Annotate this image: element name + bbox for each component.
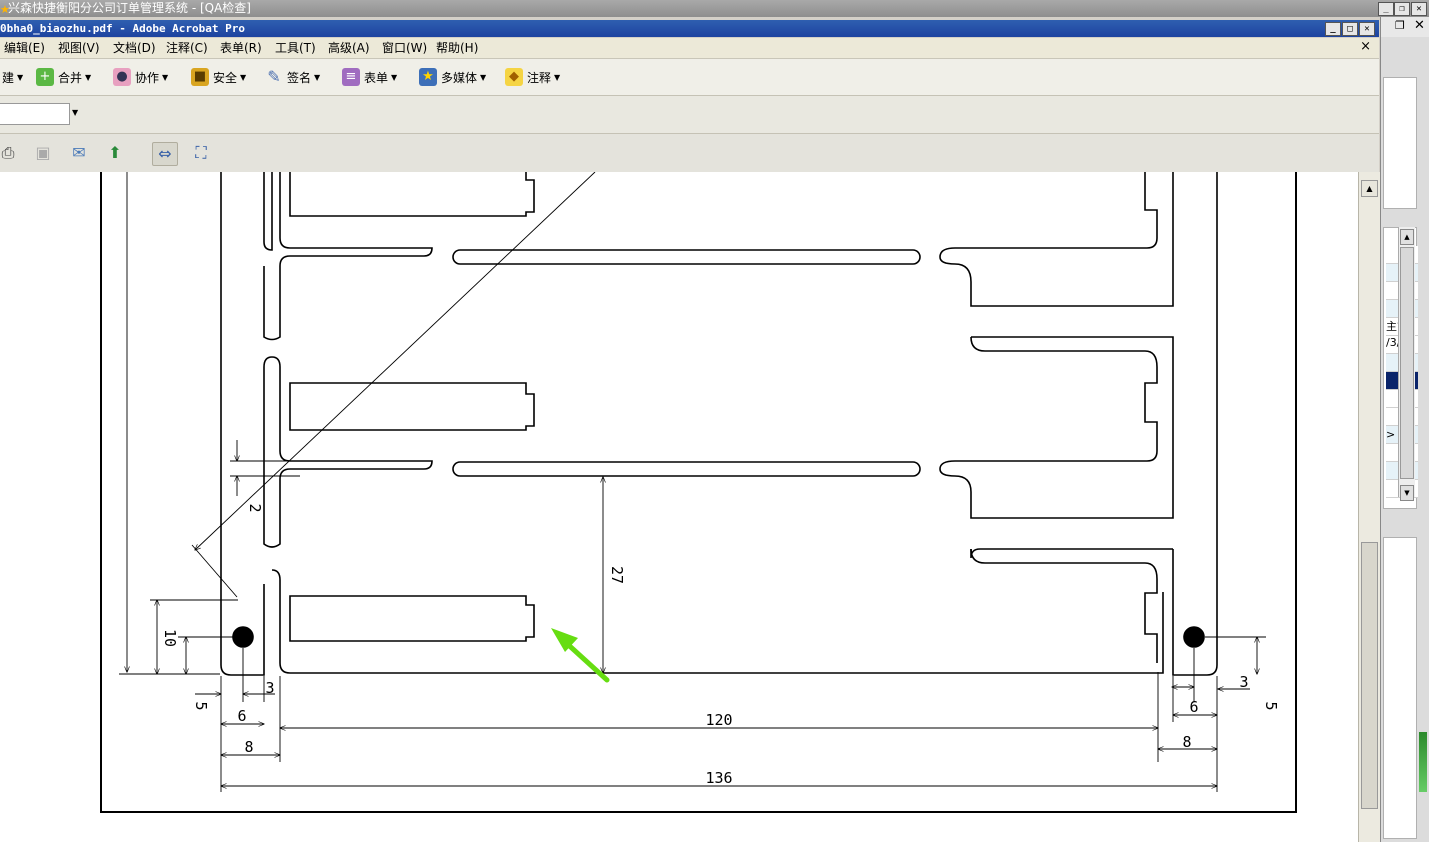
collaborate-icon: ● (113, 68, 131, 86)
chevron-down-icon: ▼ (391, 72, 398, 82)
combine-label: 合并 (58, 70, 83, 85)
dimension-label: 5 (1262, 701, 1280, 710)
create-button[interactable]: 建▼ (2, 65, 23, 89)
dimension-label: 3 (1239, 673, 1248, 691)
dimension-label: 5 (192, 701, 210, 710)
dimension-label: 2 (246, 503, 264, 512)
background-app-panel: ❐ ✕ 主管 /3/ > 说 ▲ ▼ (1380, 17, 1429, 842)
outer-title-bar: ★ 兴森快捷衡阳分公司订单管理系统 - [QA检查] _ ❐ ✕ (0, 0, 1429, 17)
collaborate-button[interactable]: ● 协作▼ (113, 65, 168, 89)
doc-maximize-button[interactable]: □ (1342, 22, 1358, 36)
menu-view[interactable]: 视图(V) (58, 41, 100, 55)
fit-width-icon[interactable]: ⇔ (152, 142, 178, 166)
board-outline (100, 172, 1297, 813)
sign-label: 签名 (287, 70, 312, 85)
menu-document[interactable]: 文档(D) (113, 41, 156, 55)
dimension-label: 3 (265, 679, 274, 697)
chevron-down-icon: ▼ (17, 72, 24, 82)
menu-window[interactable]: 窗口(W) (382, 41, 428, 55)
dimension-label: 6 (237, 707, 246, 725)
zoom-input[interactable] (0, 103, 70, 125)
menu-close-button[interactable]: × (1360, 39, 1371, 54)
chevron-down-icon: ▼ (554, 72, 561, 82)
acrobat-title-bar: 0bha0_biaozhu.pdf - Adobe Acrobat Pro _ … (0, 20, 1379, 37)
dimension-label: 136 (705, 769, 732, 787)
comment-label: 注释 (527, 70, 552, 85)
bg-scroll-up-icon[interactable]: ▲ (1400, 229, 1414, 245)
secure-label: 安全 (213, 70, 238, 85)
save-icon[interactable]: ▣ (35, 143, 51, 162)
dimension-label: 8 (244, 738, 253, 756)
pen-icon: ✎ (267, 67, 281, 86)
outer-minimize-button[interactable]: _ (1378, 2, 1394, 16)
combine-button[interactable]: + 合并▼ (36, 65, 91, 89)
chevron-down-icon: ▼ (85, 72, 92, 82)
menu-forms[interactable]: 表单(R) (220, 41, 262, 55)
menu-advanced[interactable]: 高级(A) (328, 41, 370, 55)
document-view[interactable]: 2 27 10 5 3 6 8 120 136 6 3 5 8 (0, 172, 1358, 842)
menu-bar: 编辑(E) 视图(V) 文档(D) 注释(C) 表单(R) 工具(T) 高级(A… (0, 38, 1379, 59)
outer-restore-button[interactable]: ❐ (1394, 2, 1410, 16)
menu-tools[interactable]: 工具(T) (275, 41, 316, 55)
chevron-down-icon: ▼ (240, 72, 247, 82)
chevron-down-icon: ▼ (314, 72, 321, 82)
doc-minimize-button[interactable]: _ (1325, 22, 1341, 36)
dimension-label: 6 (1189, 698, 1198, 716)
grid-cell-text: /3/ (1386, 336, 1401, 349)
speech-bubble-icon: ◆ (505, 68, 523, 86)
upload-icon[interactable]: ⬆ (108, 143, 122, 162)
cad-drawing: 2 27 10 5 3 6 8 120 136 6 3 5 8 (100, 172, 1297, 813)
progress-indicator (1419, 732, 1427, 792)
secure-button[interactable]: ■ 安全▼ (191, 65, 246, 89)
multimedia-icon: ★ (419, 68, 437, 86)
background-app-header: ❐ ✕ (1381, 17, 1429, 37)
file-toolbar: ⎙ ▣ ✉ ⬆ ⇔ ⛶ (0, 134, 1379, 173)
form-icon: ≡ (342, 68, 360, 86)
lock-icon: ■ (191, 68, 209, 86)
background-app-list-top (1383, 77, 1417, 209)
create-label: 建 (2, 70, 15, 85)
outer-window-title: 兴森快捷衡阳分公司订单管理系统 - [QA检查] (8, 1, 251, 15)
zoom-toolbar: ▼ (0, 96, 1379, 134)
fit-page-icon[interactable]: ⛶ (195, 143, 207, 162)
dimension-lines (119, 172, 1266, 792)
bg-close-button[interactable]: ✕ (1414, 18, 1425, 33)
multimedia-label: 多媒体 (441, 70, 478, 85)
task-toolbar: 建▼ + 合并▼ ● 协作▼ ■ 安全▼ ✎ 签名▼ ≡ 表单▼ ★ 多媒体▼ … (0, 59, 1379, 96)
acrobat-window-title: 0bha0_biaozhu.pdf - Adobe Acrobat Pro (0, 22, 246, 35)
scroll-thumb[interactable] (1361, 542, 1378, 809)
sign-button[interactable]: ✎ 签名▼ (265, 65, 320, 89)
email-icon[interactable]: ✉ (72, 143, 86, 162)
scroll-up-icon[interactable]: ▲ (1361, 180, 1378, 197)
background-app-list-bottom (1383, 537, 1417, 839)
menu-help[interactable]: 帮助(H) (436, 41, 479, 55)
menu-edit[interactable]: 编辑(E) (4, 41, 45, 55)
outer-close-button[interactable]: ✕ (1411, 2, 1427, 16)
dimension-label: 120 (705, 711, 732, 729)
print-icon[interactable]: ⎙ (1, 143, 15, 162)
bg-scroll-down-icon[interactable]: ▼ (1400, 485, 1414, 501)
bg-scroll-thumb[interactable] (1400, 247, 1414, 479)
multimedia-button[interactable]: ★ 多媒体▼ (419, 65, 486, 89)
chevron-down-icon: ▼ (162, 72, 169, 82)
comment-button[interactable]: ◆ 注释▼ (505, 65, 560, 89)
dimension-label: 27 (608, 566, 626, 584)
green-arrow-icon (551, 628, 610, 683)
forms-button[interactable]: ≡ 表单▼ (342, 65, 397, 89)
combine-icon: + (36, 68, 54, 86)
forms-label: 表单 (364, 70, 389, 85)
menu-comments[interactable]: 注释(C) (166, 41, 208, 55)
document-scrollbar[interactable]: ▲ (1358, 172, 1380, 842)
collaborate-label: 协作 (135, 70, 160, 85)
bg-grid-scrollbar[interactable]: ▲ ▼ (1398, 227, 1415, 501)
doc-close-button[interactable]: ✕ (1359, 22, 1375, 36)
dimension-label: 10 (161, 629, 179, 647)
chevron-down-icon: ▼ (480, 72, 487, 82)
app-logo-icon: ★ (0, 3, 10, 16)
bg-restore-button[interactable]: ❐ (1395, 19, 1405, 32)
dimension-label: 8 (1182, 733, 1191, 751)
zoom-dropdown-icon[interactable]: ▼ (72, 108, 79, 117)
